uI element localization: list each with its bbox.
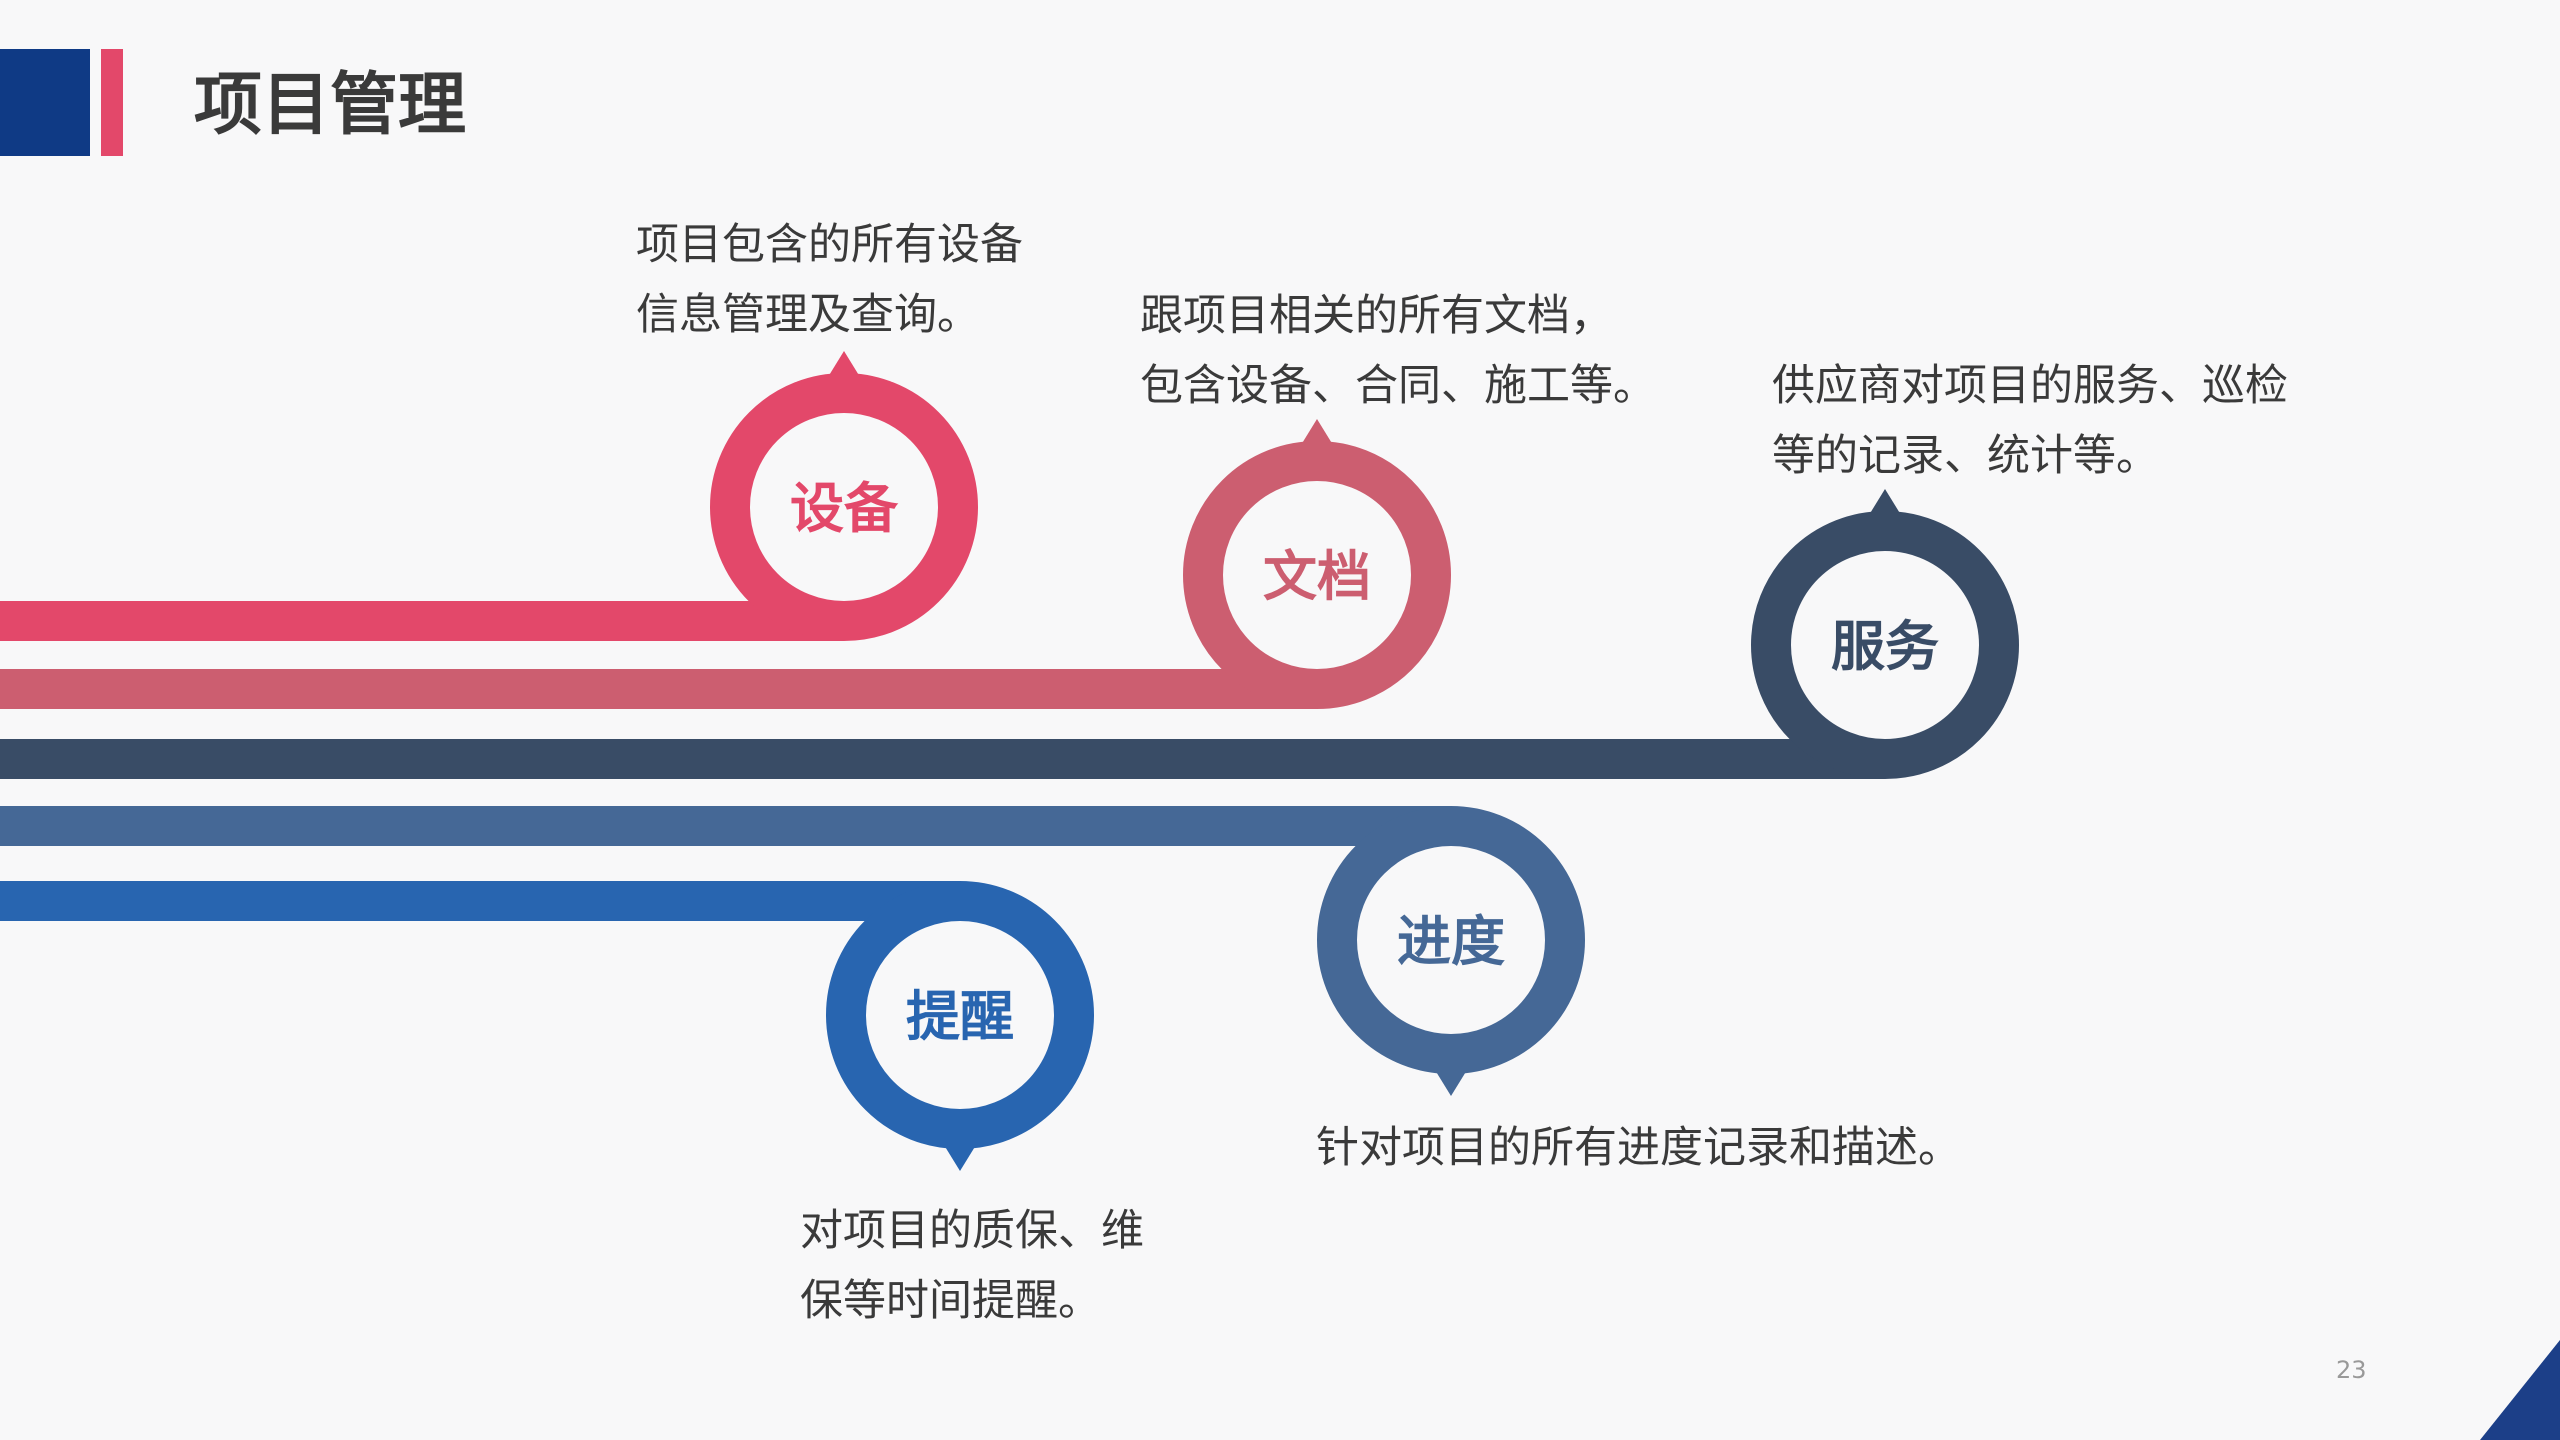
page-title: 项目管理 — [194, 66, 467, 145]
header-accent-blue — [0, 49, 90, 156]
pointer-reminder — [944, 1145, 976, 1171]
corner-decoration — [2480, 1340, 2560, 1440]
desc-reminder: 对项目的质保、维 保等时间提醒。 — [800, 1196, 1144, 1336]
node-label-service: 服务 — [1831, 615, 1939, 678]
page-number: 23 — [2336, 1356, 2367, 1384]
header-accent-red — [101, 49, 123, 156]
desc-line: 供应商对项目的服务、巡检 — [1772, 361, 2288, 411]
node-label-progress: 进度 — [1397, 910, 1505, 973]
node-service: 服务 — [0, 489, 2019, 779]
node-label-reminder: 提醒 — [906, 985, 1014, 1048]
desc-equipment: 项目包含的所有设备 信息管理及查询。 — [636, 210, 1023, 350]
desc-line: 对项目的质保、维 — [800, 1206, 1144, 1256]
desc-line: 信息管理及查询。 — [636, 290, 980, 340]
node-reminder: 提醒 — [0, 881, 1094, 1171]
desc-line: 等的记录、统计等。 — [1772, 431, 2159, 481]
pointer-equipment — [828, 351, 860, 377]
node-progress: 进度 — [0, 806, 1585, 1096]
desc-line: 保等时间提醒。 — [800, 1276, 1101, 1326]
node-documents: 文档 — [0, 419, 1451, 709]
desc-documents: 跟项目相关的所有文档， 包含设备、合同、施工等。 — [1140, 281, 1656, 421]
ring-equipment — [710, 373, 978, 641]
desc-progress: 针对项目的所有进度记录和描述。 — [1316, 1113, 1961, 1183]
ring-progress — [1317, 806, 1585, 1074]
ring-service — [1751, 511, 2019, 779]
desc-line: 针对项目的所有进度记录和描述。 — [1316, 1123, 1961, 1173]
desc-line: 跟项目相关的所有文档， — [1140, 291, 1613, 341]
pointer-progress — [1435, 1070, 1467, 1096]
node-equipment: 设备 — [0, 351, 978, 641]
pointer-service — [1869, 489, 1901, 515]
desc-line: 包含设备、合同、施工等。 — [1140, 361, 1656, 411]
ring-reminder — [826, 881, 1094, 1149]
node-label-equipment: 设备 — [790, 477, 899, 540]
ring-documents — [1183, 441, 1451, 709]
desc-service: 供应商对项目的服务、巡检 等的记录、统计等。 — [1772, 351, 2288, 491]
pointer-documents — [1301, 419, 1333, 445]
node-label-documents: 文档 — [1263, 545, 1371, 608]
desc-line: 项目包含的所有设备 — [636, 220, 1023, 270]
